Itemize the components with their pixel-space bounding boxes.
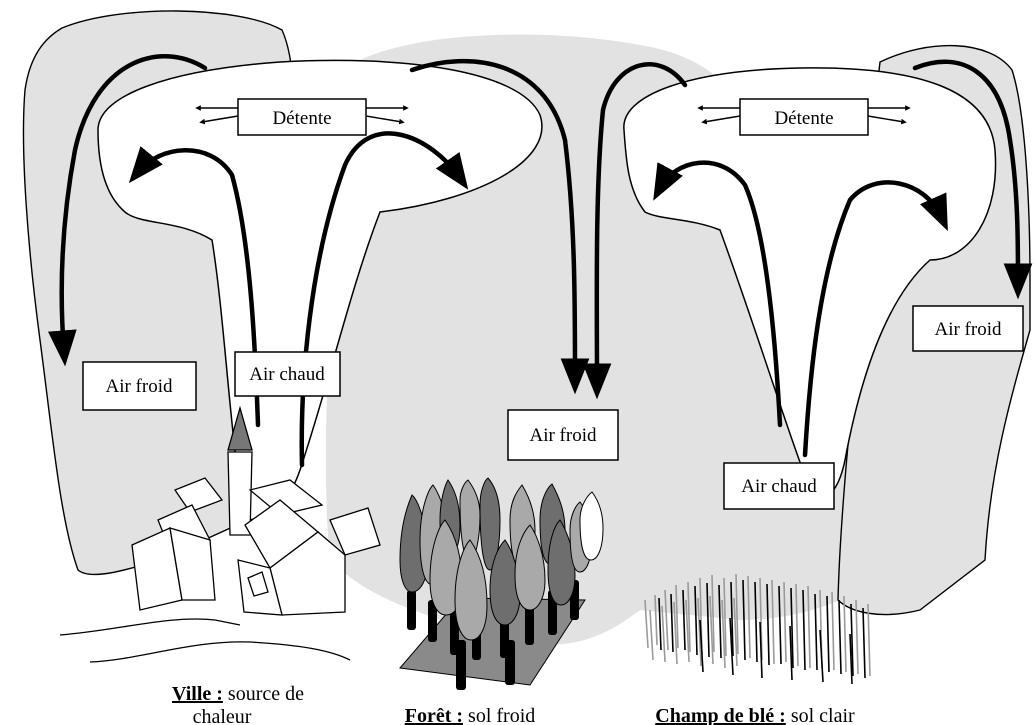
caption-ville-title: Ville : xyxy=(172,683,223,705)
svg-text:Air froid: Air froid xyxy=(529,425,597,446)
church-spire xyxy=(227,405,253,451)
svg-text:Ville : source de: Ville : source de xyxy=(172,683,304,705)
town-illustration xyxy=(59,405,381,663)
air-chaud-right-label: Air chaud xyxy=(723,462,835,510)
tree xyxy=(547,519,576,606)
wheat-field-illustration xyxy=(644,573,871,685)
svg-text:Détente: Détente xyxy=(774,108,833,129)
tree xyxy=(579,491,604,561)
right-convection-cell xyxy=(623,67,997,503)
left-convection-cell xyxy=(97,59,543,521)
air-froid-right-label: Air froid xyxy=(912,305,1024,352)
caption-champ-title: Champ de blé : xyxy=(655,705,786,725)
air-froid-left-label: Air froid xyxy=(82,361,197,411)
expansion-arrows xyxy=(195,105,911,125)
svg-text:Air chaud: Air chaud xyxy=(741,476,817,497)
air-chaud-left-label: Air chaud xyxy=(234,351,341,397)
right-inner-right-arrow xyxy=(802,180,948,458)
svg-text:Air chaud: Air chaud xyxy=(249,364,325,385)
caption-ville-line2: chaleur xyxy=(193,706,252,725)
svg-text:Forêt : sol froid: Forêt : sol froid xyxy=(405,705,536,725)
caption-champ-rest: sol clair xyxy=(786,705,855,725)
door xyxy=(247,571,269,597)
tree xyxy=(479,477,501,571)
house xyxy=(174,477,224,513)
center-left-descent-arrow xyxy=(409,58,590,395)
tree xyxy=(454,539,488,641)
tree xyxy=(514,524,546,611)
ground-line xyxy=(59,618,241,636)
center-right-descent-arrow xyxy=(582,62,688,400)
forest-ground xyxy=(399,597,586,686)
air-froid-center-label: Air froid xyxy=(507,409,619,461)
detente-left-label: Détente xyxy=(237,98,367,136)
detente-right-label: Détente xyxy=(739,98,869,136)
caption-foret-title: Forêt : xyxy=(405,705,463,725)
right-outer-descent-arrow xyxy=(912,59,1033,300)
caption-ville: Ville : source de chaleur xyxy=(172,683,304,725)
svg-text:Air froid: Air froid xyxy=(105,376,173,397)
caption-champ: Champ de blé : sol clair xyxy=(655,705,855,725)
forest-illustration xyxy=(399,477,604,690)
caption-foret-rest: sol froid xyxy=(463,705,535,725)
svg-text:Champ de blé : sol clair: Champ de blé : sol clair xyxy=(655,705,855,725)
caption-foret: Forêt : sol froid xyxy=(405,705,536,725)
svg-text:Air froid: Air froid xyxy=(934,319,1002,340)
left-outer-descent-arrow xyxy=(47,54,208,367)
right-inner-left-arrow xyxy=(653,160,783,428)
svg-text:Détente: Détente xyxy=(272,108,331,129)
caption-ville-rest: source de xyxy=(223,683,304,705)
convection-cells xyxy=(97,59,997,521)
house xyxy=(329,507,381,556)
